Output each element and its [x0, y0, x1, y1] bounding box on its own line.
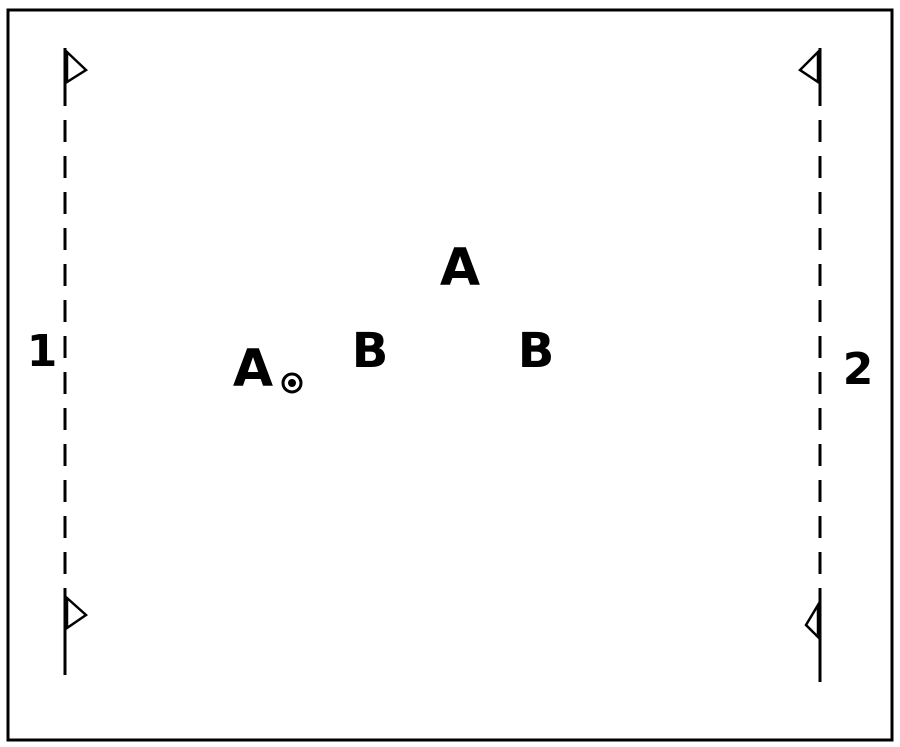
flag-icon [804, 600, 820, 641]
flag-icon [798, 48, 820, 85]
ball-icon [281, 372, 303, 394]
player-b-left: B [352, 323, 389, 379]
flag-icon [65, 49, 89, 85]
player-a-with-ball: A [233, 339, 273, 399]
corner-flag-top-left [65, 49, 89, 85]
zone-label-2: 2 [843, 344, 874, 395]
corner-flag-bottom-right [804, 600, 820, 641]
corner-flag-top-right [798, 48, 820, 85]
player-a-center: A [440, 238, 480, 298]
zone-label-1: 1 [27, 326, 58, 377]
corner-flag-bottom-left [65, 595, 89, 631]
flag-icon [65, 595, 89, 631]
player-b-right: B [518, 323, 555, 379]
field-border [6, 8, 894, 742]
